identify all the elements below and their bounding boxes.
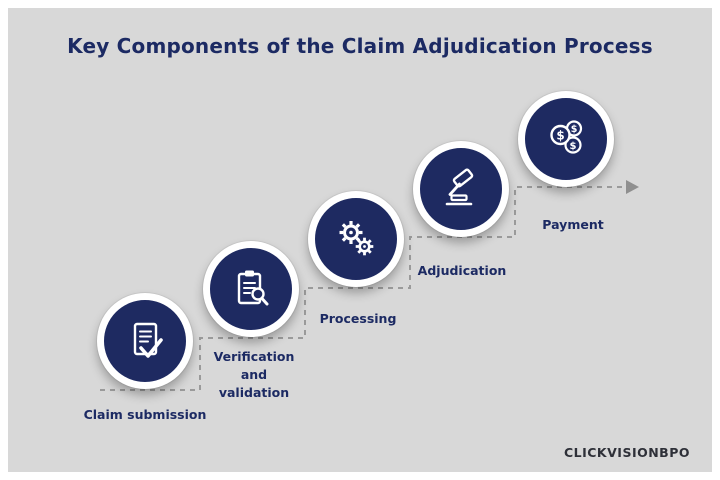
step-label-verification: Verification and validation [213,349,295,401]
svg-text:$: $ [556,128,564,142]
step-circle-payment: $ $ $ [518,91,614,187]
flow-connector [100,180,639,391]
clickvisionbpo-logo: CLICKVISIONBPO [563,445,690,460]
step-circle-verification [203,241,299,337]
step-circle-claim-submission [97,293,193,389]
step-label-claim-submission: Claim submission [83,407,207,422]
step-label-payment: Payment [542,217,604,232]
money-coins-icon: $ $ $ [550,120,583,154]
diagram-background: Key Components of the Claim Adjudication… [8,8,712,472]
document-check-icon [133,322,163,358]
step-label-processing: Processing [319,311,397,326]
step-circle-processing [308,191,404,287]
svg-text:$: $ [570,141,577,152]
step-circle-adjudication [413,141,509,237]
gavel-icon [445,168,474,206]
gears-icon [339,221,374,256]
svg-text:$: $ [571,124,578,135]
arrow-right-icon [626,180,639,194]
step-label-adjudication: Adjudication [417,263,507,278]
page-title: Key Components of the Claim Adjudication… [67,34,653,58]
clipboard-search-icon [237,270,269,306]
dashed-staircase-line [100,186,626,391]
